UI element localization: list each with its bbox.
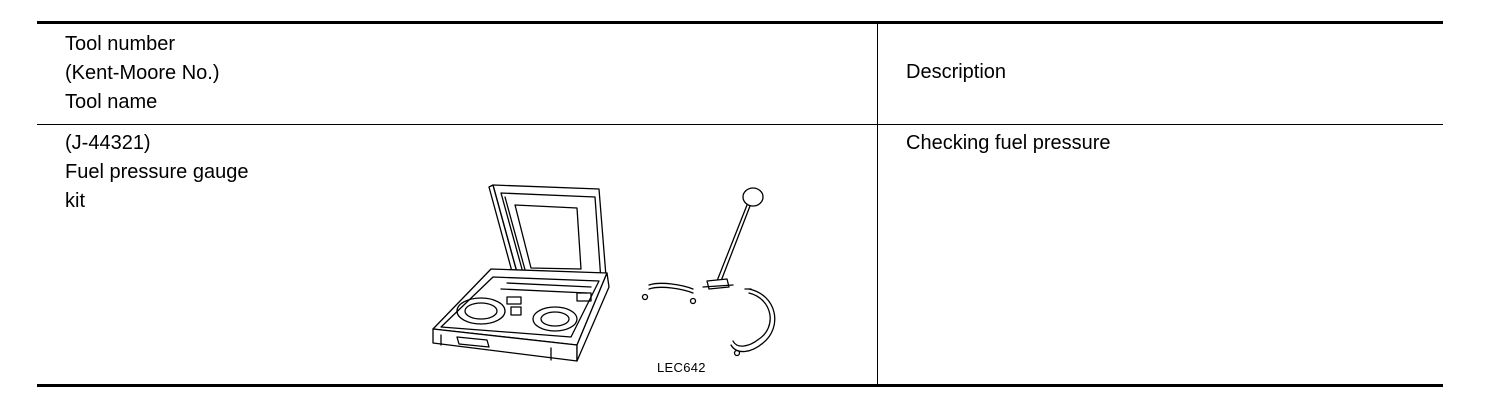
pressure-gauge <box>702 187 764 290</box>
table-header-rule <box>37 124 1443 125</box>
table-row-description-cell: Checking fuel pressure <box>906 129 1111 158</box>
table-column-divider <box>877 24 878 384</box>
fuel-pressure-gauge-kit-illustration-icon <box>432 184 776 362</box>
header-kent-moore-label: (Kent-Moore No.) <box>65 62 220 84</box>
tool-description: Checking fuel pressure <box>906 132 1111 154</box>
case-lid <box>488 184 608 291</box>
case-base <box>432 268 610 362</box>
figure-id-label: LEC642 <box>657 360 706 375</box>
long-hose <box>730 288 776 357</box>
header-tool-number-label: Tool number <box>65 33 176 55</box>
tool-number: (J-44321) <box>65 132 151 154</box>
table-top-rule <box>37 21 1443 24</box>
header-tool-cell: Tool number (Kent-Moore No.) Tool name <box>65 30 220 117</box>
tool-name-line-1: Fuel pressure gauge <box>65 161 249 183</box>
table-row-tool-cell: (J-44321) Fuel pressure gauge kit <box>65 129 248 216</box>
tool-name-line-2: kit <box>65 190 85 212</box>
header-description-label: Description <box>906 61 1007 83</box>
short-hose <box>641 282 697 305</box>
header-tool-name-label: Tool name <box>65 91 158 113</box>
table-bottom-rule <box>37 384 1443 387</box>
special-service-tool-table: Tool number (Kent-Moore No.) Tool name D… <box>37 21 1443 387</box>
header-description-cell: Description <box>906 58 1006 87</box>
